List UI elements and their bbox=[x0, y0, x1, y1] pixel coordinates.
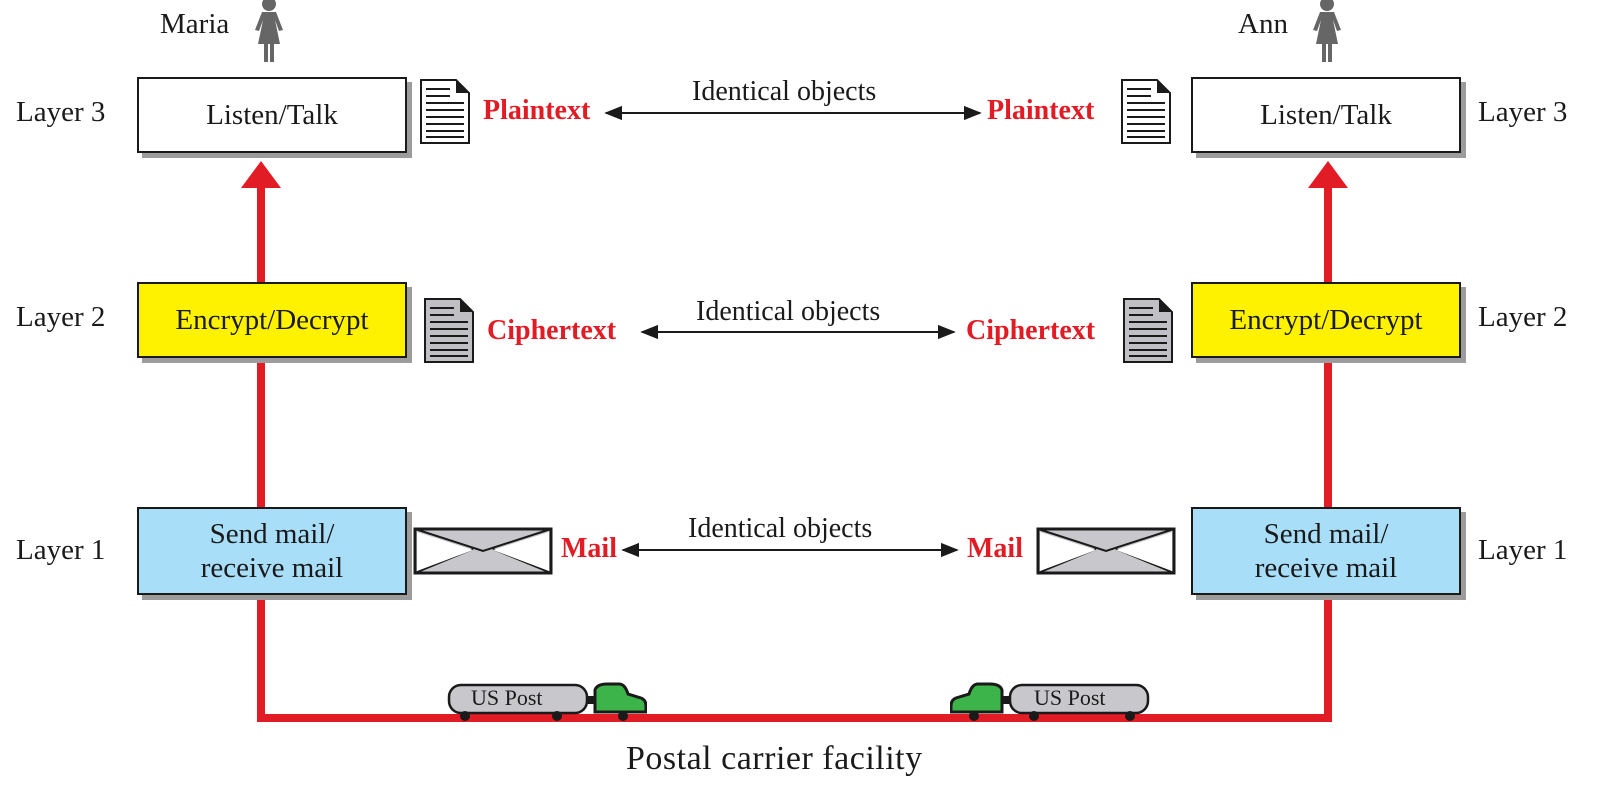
right-receive-mail-text: receive mail bbox=[1254, 552, 1398, 584]
left-listen-talk-box: Listen/Talk bbox=[137, 77, 407, 153]
right-listen-talk-box: Listen/Talk bbox=[1191, 77, 1461, 153]
identical-objects-label-layer3: Identical objects bbox=[692, 76, 877, 107]
ciphertext-label-right: Ciphertext bbox=[966, 315, 1096, 346]
layer1-label-left: Layer 1 bbox=[16, 534, 106, 566]
plaintext-label-left: Plaintext bbox=[483, 95, 591, 126]
document-icon bbox=[1121, 79, 1171, 144]
mail-label-left: Mail bbox=[561, 533, 617, 564]
identical-objects-label-layer2: Identical objects bbox=[696, 296, 881, 327]
postal-carrier-facility-label: Postal carrier facility bbox=[626, 740, 923, 777]
document-icon bbox=[424, 298, 474, 363]
layer1-label-right: Layer 1 bbox=[1478, 534, 1568, 566]
person-maria-label: Maria bbox=[160, 8, 230, 40]
left-encrypt-decrypt-box: Encrypt/Decrypt bbox=[137, 282, 407, 358]
mail-truck-icon bbox=[447, 682, 647, 721]
person-icon bbox=[1313, 0, 1341, 62]
envelope-icon bbox=[413, 527, 553, 575]
plaintext-label-right: Plaintext bbox=[987, 95, 1095, 126]
ciphertext-label-left: Ciphertext bbox=[487, 315, 617, 346]
right-encrypt-decrypt-box: Encrypt/Decrypt bbox=[1191, 282, 1461, 358]
envelope-icon bbox=[1036, 527, 1176, 575]
mail-truck-right: US Post bbox=[950, 682, 1150, 722]
mail-truck-icon bbox=[950, 682, 1150, 721]
right-listen-talk-text: Listen/Talk bbox=[1260, 99, 1392, 131]
layer2-label-left: Layer 2 bbox=[16, 301, 106, 333]
us-post-label-right: US Post bbox=[1034, 685, 1106, 710]
left-carrier-path bbox=[257, 600, 1332, 722]
identical-objects-label-layer1: Identical objects bbox=[688, 513, 873, 544]
document-icon bbox=[1123, 298, 1173, 363]
right-encrypt-decrypt-text: Encrypt/Decrypt bbox=[1229, 304, 1423, 336]
right-up-arrowhead bbox=[1308, 161, 1348, 188]
right-send-receive-box: Send mail/ receive mail bbox=[1191, 507, 1461, 595]
mail-label-right: Mail bbox=[967, 533, 1023, 564]
right-send-mail-text: Send mail/ bbox=[1263, 518, 1389, 550]
person-ann-label: Ann bbox=[1238, 8, 1288, 40]
person-icon bbox=[255, 0, 283, 62]
layer3-label-right: Layer 3 bbox=[1478, 96, 1568, 128]
left-listen-talk-text: Listen/Talk bbox=[206, 99, 338, 131]
left-send-receive-box: Send mail/ receive mail bbox=[137, 507, 407, 595]
left-receive-mail-text: receive mail bbox=[200, 552, 344, 584]
layer3-label-left: Layer 3 bbox=[16, 96, 106, 128]
document-icon bbox=[420, 79, 470, 144]
mail-truck-left: US Post bbox=[447, 682, 647, 722]
layer2-label-right: Layer 2 bbox=[1478, 301, 1568, 333]
left-up-arrowhead bbox=[241, 161, 281, 188]
us-post-label-left: US Post bbox=[471, 685, 543, 710]
left-encrypt-decrypt-text: Encrypt/Decrypt bbox=[175, 304, 369, 336]
left-send-mail-text: Send mail/ bbox=[209, 518, 335, 550]
